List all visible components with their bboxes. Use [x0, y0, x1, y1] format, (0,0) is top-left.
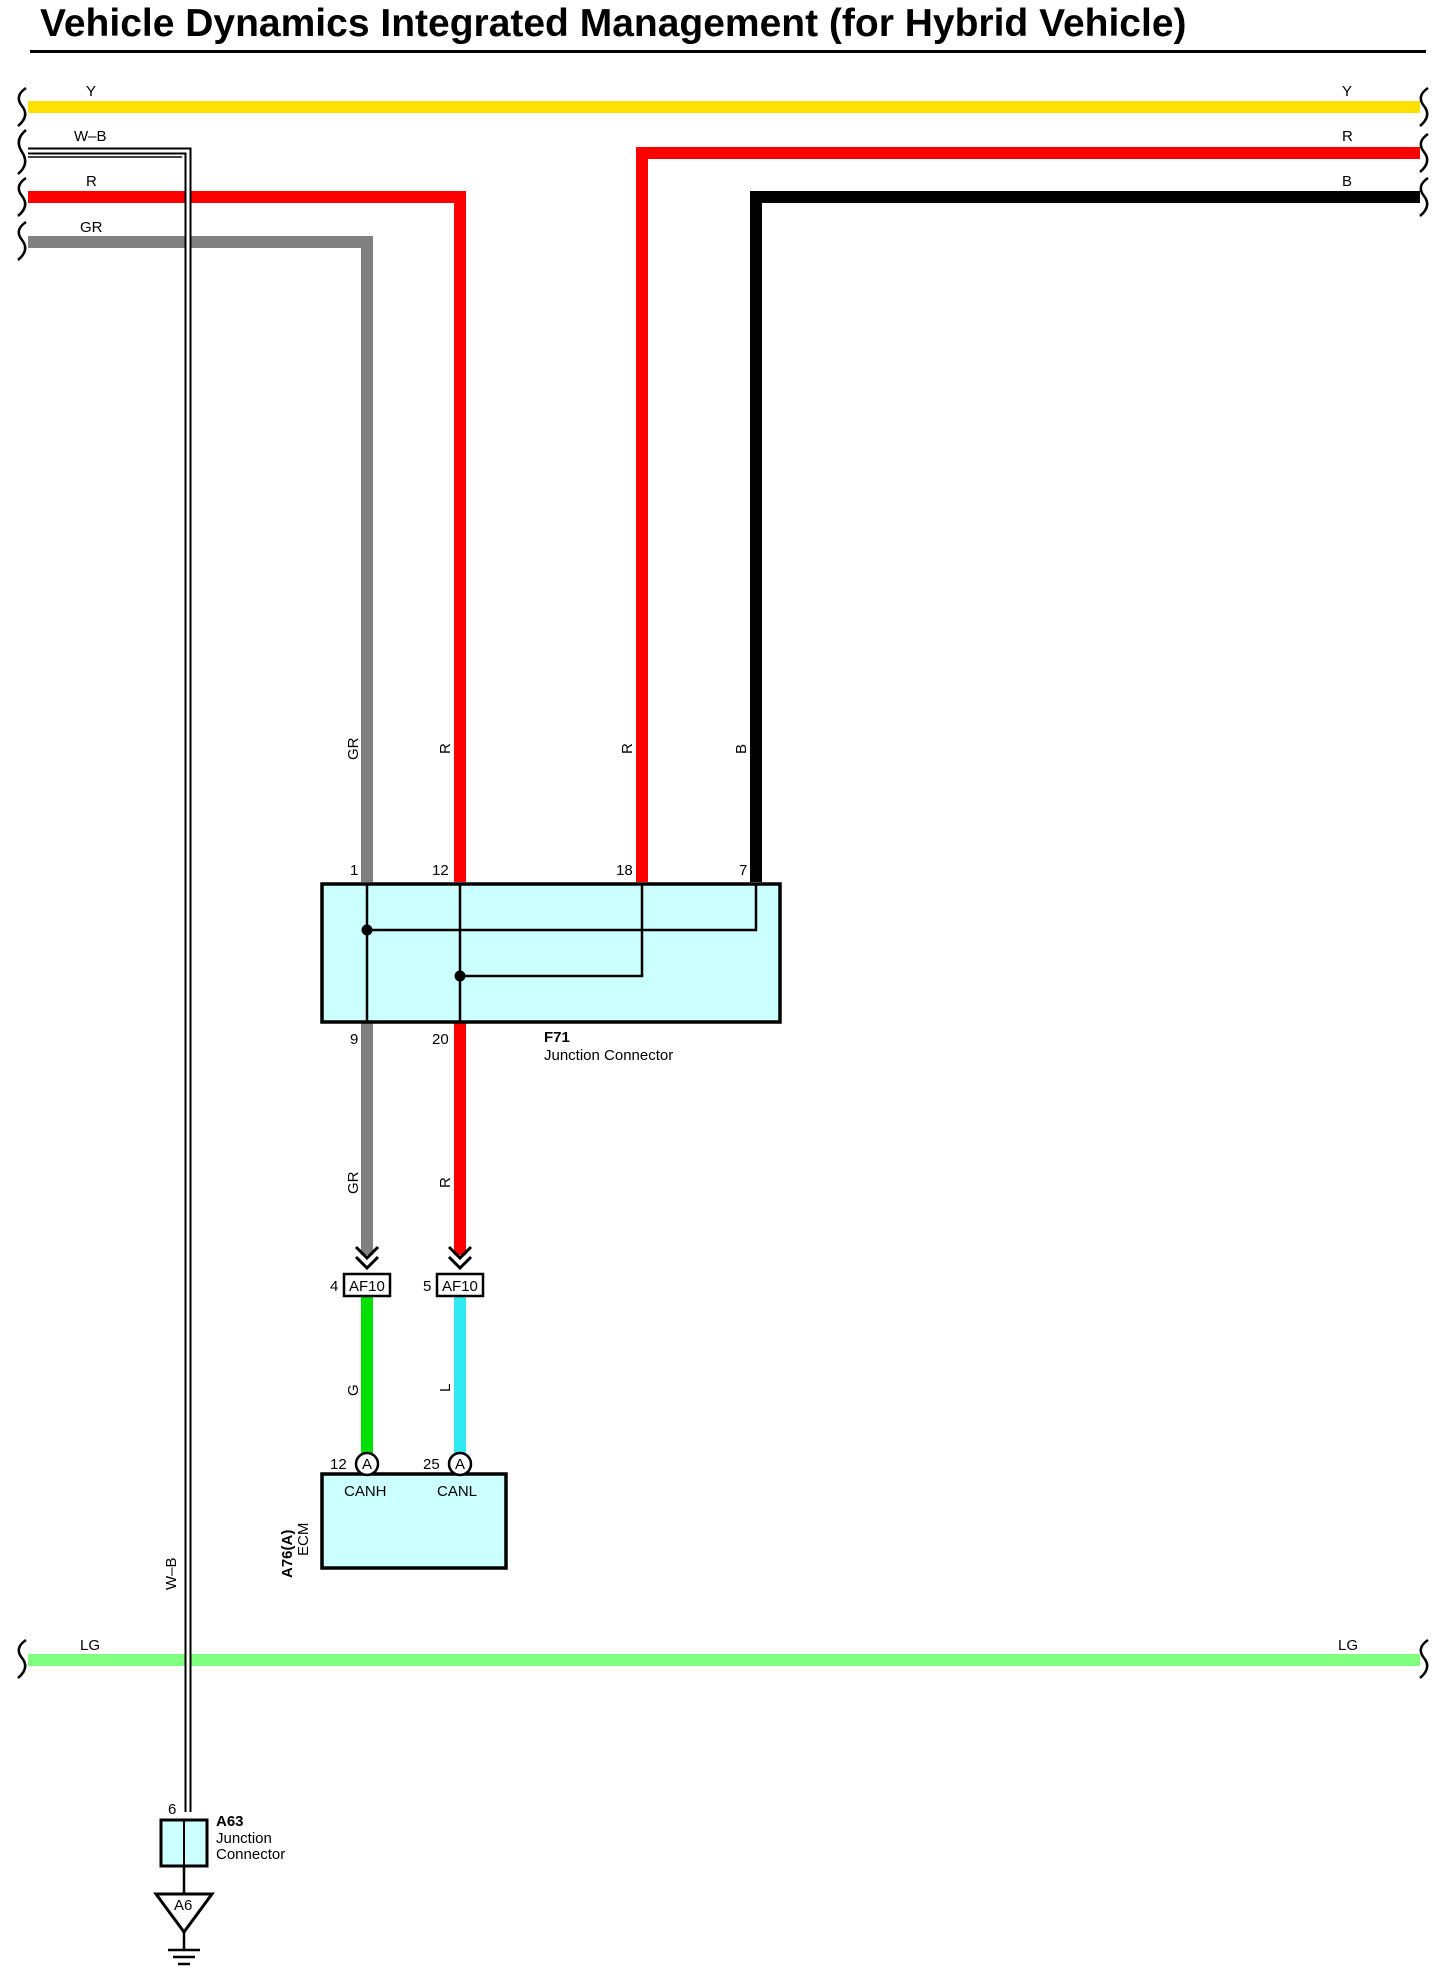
f71-code: F71	[544, 1029, 570, 1046]
label-b-right: B	[1342, 173, 1352, 190]
break-symbols	[17, 86, 1429, 1679]
a63-pin: 6	[168, 1801, 176, 1818]
a63-name-2: Connector	[216, 1846, 285, 1863]
af10-5-pin: 5	[423, 1278, 431, 1295]
a63-name-1: Junction	[216, 1830, 272, 1847]
label-b-vert: B	[733, 744, 750, 754]
ecm-name: ECM	[295, 1523, 312, 1556]
af10-4-code: AF10	[349, 1278, 385, 1295]
ecm-signal-canh: CANH	[344, 1483, 387, 1500]
ground-symbol[interactable]	[153, 1866, 215, 1966]
label-r-right: R	[1342, 128, 1353, 145]
label-lg-left: LG	[80, 1637, 100, 1654]
inline-connector-af10-5[interactable]	[435, 1245, 485, 1298]
junction-connector-a63[interactable]	[159, 1818, 209, 1868]
junction-connector-f71[interactable]	[320, 882, 782, 1024]
label-r-lower: R	[437, 1177, 454, 1188]
f71-name: Junction Connector	[544, 1047, 673, 1064]
af10-5-code: AF10	[442, 1278, 478, 1295]
label-gr-left: GR	[80, 219, 103, 236]
wire-r-right[interactable]	[636, 147, 1420, 882]
label-lg-right: LG	[1338, 1637, 1358, 1654]
pin-f71-18: 18	[616, 862, 633, 879]
label-r-left: R	[86, 173, 97, 190]
ecm-code: A76(A)	[279, 1530, 296, 1578]
label-l-lower: L	[437, 1384, 454, 1392]
label-g-lower: G	[345, 1384, 362, 1396]
title-underline	[30, 50, 1426, 53]
ecm-a76[interactable]	[320, 1451, 508, 1570]
label-wb-vert: W–B	[163, 1557, 180, 1590]
wire-b-right[interactable]	[750, 191, 1420, 882]
ecm-pin-25: 25	[423, 1456, 440, 1473]
label-r-vert2: R	[619, 743, 636, 754]
label-gr-vert: GR	[345, 737, 362, 760]
af10-4-pin: 4	[330, 1278, 338, 1295]
label-gr-lower: GR	[345, 1171, 362, 1194]
ecm-pin-25-marker: A	[455, 1456, 465, 1473]
ground-code: A6	[174, 1897, 192, 1914]
label-r-vert1: R	[437, 743, 454, 754]
page-title: Vehicle Dynamics Integrated Management (…	[40, 2, 1187, 45]
pin-f71-12: 12	[432, 862, 449, 879]
inline-connector-af10-4[interactable]	[342, 1245, 392, 1298]
pin-f71-9: 9	[350, 1031, 358, 1048]
wire-gr-left[interactable]	[28, 236, 373, 882]
ecm-pin-12: 12	[330, 1456, 347, 1473]
label-y-left: Y	[86, 83, 96, 100]
wire-wb[interactable]	[28, 147, 192, 1812]
label-wb-left: W–B	[74, 128, 107, 145]
ecm-signal-canl: CANL	[437, 1483, 477, 1500]
wire-r-left[interactable]	[28, 191, 466, 882]
a63-code: A63	[216, 1813, 244, 1830]
pin-f71-7: 7	[739, 862, 747, 879]
label-y-right: Y	[1342, 83, 1352, 100]
pin-f71-1: 1	[350, 862, 358, 879]
pin-f71-20: 20	[432, 1031, 449, 1048]
ecm-pin-12-marker: A	[362, 1456, 372, 1473]
